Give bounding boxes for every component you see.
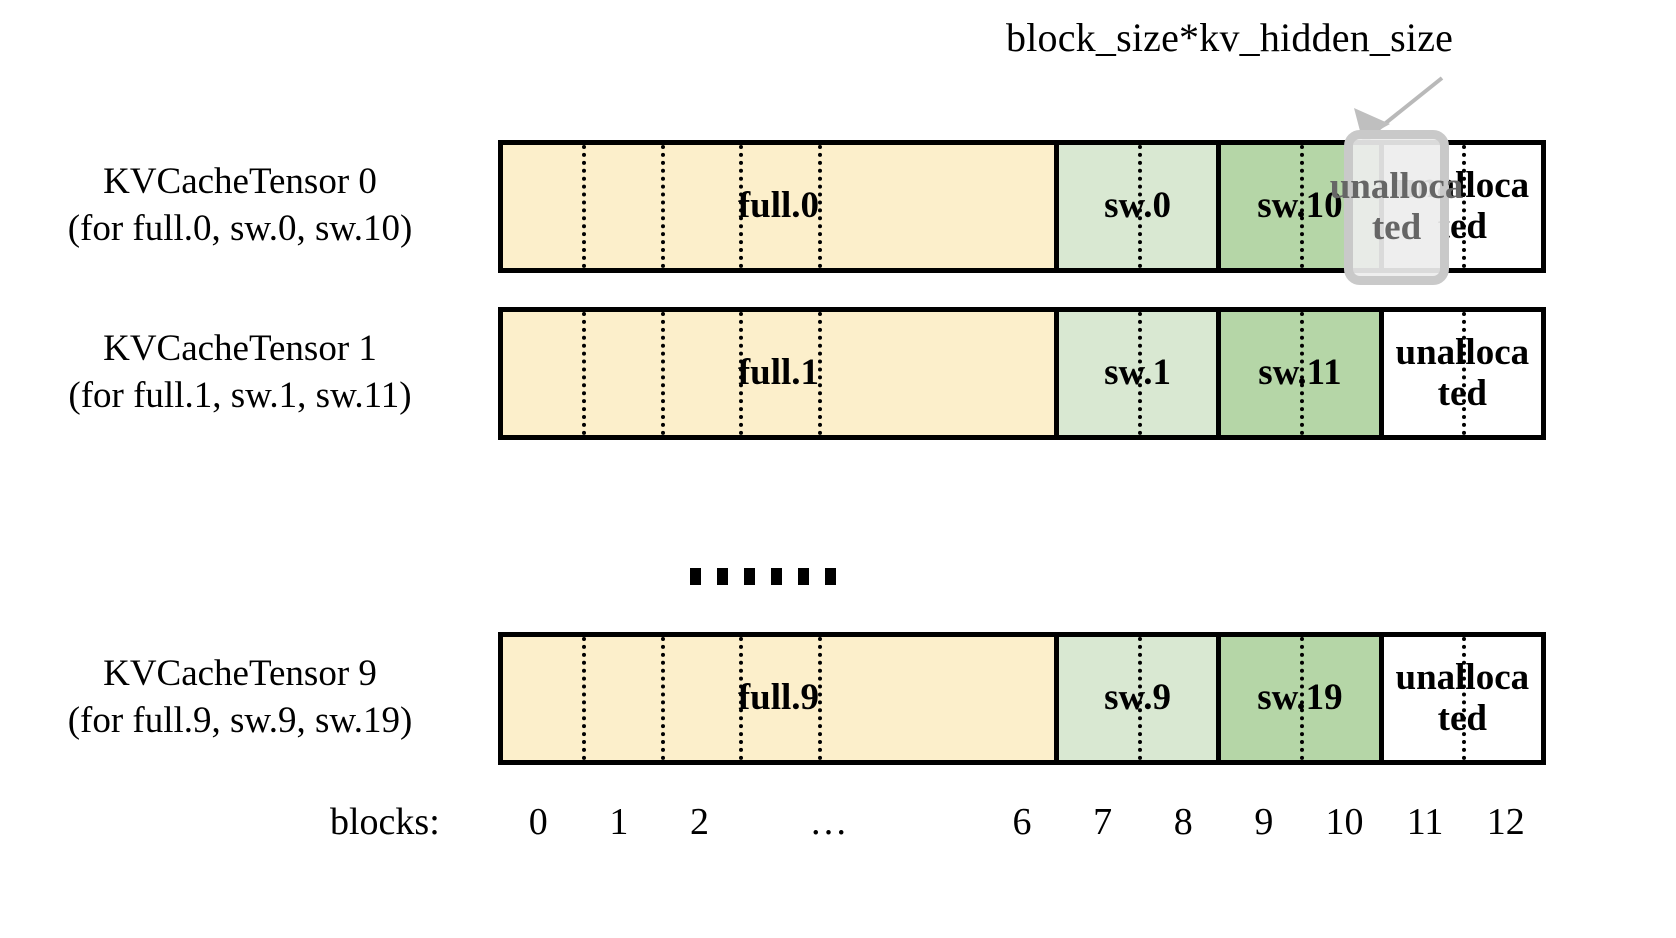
- block-divider: [581, 637, 586, 760]
- vertical-ellipsis: [690, 568, 836, 585]
- block-divider: [581, 312, 586, 435]
- tensor-segment-label: full.1: [737, 352, 820, 394]
- tensor-row-label-line1: KVCacheTensor 1: [103, 328, 377, 369]
- tensor-row-label-line2: (for full.9, sw.9, sw.19): [67, 700, 413, 742]
- axis-tick: 10: [1325, 801, 1364, 843]
- axis-tick: 0: [528, 801, 548, 843]
- block-divider: [581, 145, 586, 268]
- tensor-segment-full[interactable]: full.1: [503, 312, 1054, 435]
- tensor-segment-full[interactable]: full.9: [503, 637, 1054, 760]
- axis-tick: 12: [1486, 801, 1525, 843]
- axis-tick: 1: [609, 801, 629, 843]
- block-divider: [660, 312, 665, 435]
- tensor-segment-label: sw.0: [1104, 185, 1171, 227]
- tensor-segment-label: sw.11: [1258, 352, 1342, 394]
- axis-tick: 6: [1012, 801, 1032, 843]
- block-divider: [818, 145, 823, 268]
- tensor-segment-label: full.9: [737, 677, 820, 719]
- tensor-segment-label: full.0: [737, 185, 820, 227]
- block-divider: [1137, 637, 1142, 760]
- axis-tick: 11: [1406, 801, 1444, 843]
- block-divider: [818, 637, 823, 760]
- axis-tick: 7: [1093, 801, 1113, 843]
- block-divider: [1299, 312, 1304, 435]
- axis-tick: 8: [1173, 801, 1193, 843]
- tensor-segment-sw[interactable]: sw.1: [1053, 312, 1217, 435]
- block-divider: [1462, 312, 1467, 435]
- tensor-segment-sw[interactable]: sw.9: [1053, 637, 1217, 760]
- tensor-segment-label: sw.1: [1104, 352, 1171, 394]
- block-divider: [739, 312, 744, 435]
- block-divider: [1137, 312, 1142, 435]
- axis-title: blocks:: [330, 801, 440, 843]
- tensor-segment-sw_alt[interactable]: sw.11: [1216, 312, 1379, 435]
- block-divider: [1462, 637, 1467, 760]
- tensor-segment-label: sw.10: [1257, 185, 1343, 227]
- tensor-row-label-line1: KVCacheTensor 9: [103, 653, 377, 694]
- block-divider: [1299, 145, 1304, 268]
- block-divider: [1462, 145, 1467, 268]
- block-divider: [739, 637, 744, 760]
- axis-tick: 9: [1254, 801, 1274, 843]
- block-divider: [660, 145, 665, 268]
- tensor-row-label-line2: (for full.1, sw.1, sw.11): [68, 375, 412, 417]
- tensor-segment-label: sw.19: [1257, 677, 1343, 719]
- block-divider: [818, 312, 823, 435]
- tensor-segment-full[interactable]: full.0: [503, 145, 1054, 268]
- tensor-segment-sw_alt[interactable]: sw.19: [1216, 637, 1379, 760]
- tensor-row-label: KVCacheTensor 9 (for full.9, sw.9, sw.19): [0, 650, 480, 745]
- tensor-segment-sw[interactable]: sw.0: [1053, 145, 1217, 268]
- tensor-segment-label: sw.9: [1104, 677, 1171, 719]
- annotation-label: block_size*kv_hidden_size: [1006, 15, 1454, 60]
- tensor-row-label-line2: (for full.0, sw.0, sw.10): [67, 208, 413, 250]
- block-divider: [1299, 637, 1304, 760]
- tensor-row-label-line1: KVCacheTensor 0: [103, 161, 377, 202]
- tensor-row-label: KVCacheTensor 1 (for full.1, sw.1, sw.11): [0, 325, 480, 420]
- tensor-row-label: KVCacheTensor 0 (for full.0, sw.0, sw.10): [0, 158, 480, 253]
- axis-tick: …: [809, 801, 848, 843]
- axis-tick: 2: [690, 801, 710, 843]
- block-divider: [1137, 145, 1142, 268]
- block-divider: [739, 145, 744, 268]
- block-divider: [660, 637, 665, 760]
